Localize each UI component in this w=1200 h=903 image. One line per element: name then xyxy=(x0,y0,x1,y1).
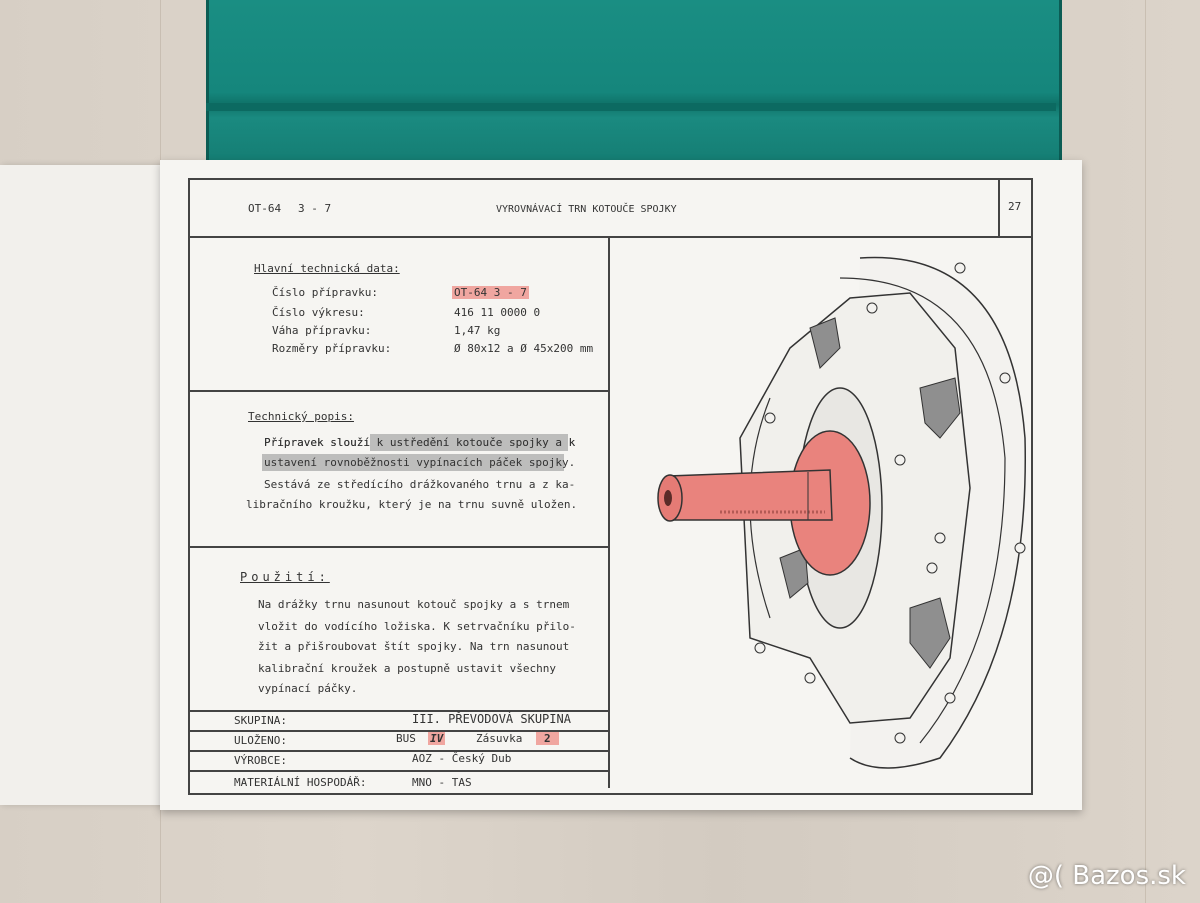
grey-highlight xyxy=(370,434,568,451)
release-lever xyxy=(779,547,809,599)
bus-value: IV xyxy=(428,732,446,745)
green-binder-cover xyxy=(206,0,1062,168)
description-line-text: libračního kroužku, který je na trnu suv… xyxy=(246,498,578,511)
usage-line: Na drážky trnu nasunout kotouč spojky a … xyxy=(258,598,570,611)
section-divider xyxy=(190,390,610,392)
section-divider xyxy=(190,546,610,548)
binder-ridge xyxy=(206,103,1056,111)
release-lever xyxy=(919,377,961,439)
usage-line: vložit do vodícího ložiska. K setrvačník… xyxy=(258,620,576,633)
technical-sheet-frame: OT-64 3 - 7 VYROVNÁVACÍ TRN KOTOUČE SPOJ… xyxy=(188,178,1033,795)
tech-data-label: Váha přípravku: xyxy=(272,324,372,337)
skupina-label: SKUPINA: xyxy=(234,714,287,727)
release-lever xyxy=(909,597,951,669)
header-code-number: 3 - 7 xyxy=(298,202,332,215)
tech-data-value: 416 11 0000 0 xyxy=(454,306,541,319)
vyrobce-label: VÝROBCE: xyxy=(234,754,287,767)
usage-line: žit a přišroubovat štít spojky. Na trn n… xyxy=(258,640,570,653)
bus-label: BUS xyxy=(396,732,416,745)
clutch-alignment-tool-drawing xyxy=(657,256,1027,769)
usage-heading: Použití: xyxy=(240,570,330,584)
grey-highlight xyxy=(262,454,564,471)
description-line-text: Sestává ze středícího drážkovaného trnu … xyxy=(264,478,576,491)
header-title: VYROVNÁVACÍ TRN KOTOUČE SPOJKY xyxy=(496,204,677,215)
usage-line: kalibrační kroužek a postupně ustavit vš… xyxy=(258,662,557,675)
release-lever xyxy=(809,317,841,369)
description-line-text: ustavení rovnoběžnosti vypínacích páček … xyxy=(264,456,576,469)
header-code: OT-64 xyxy=(248,202,282,215)
bazos-watermark: @( Bazos.sk xyxy=(1027,861,1186,891)
footer-divider xyxy=(190,730,610,732)
description-line-text: Přípravek slouží k ustředění kotouče spo… xyxy=(264,436,576,449)
zasuvka-label: Zásuvka xyxy=(476,732,523,745)
usage-line: vypínací páčky. xyxy=(258,682,358,695)
ulozeno-label: ULOŽENO: xyxy=(234,734,287,747)
zasuvka-value: 2 xyxy=(536,732,559,745)
floor-seam xyxy=(1145,0,1146,903)
tech-data-heading: Hlavní technická data: xyxy=(254,262,400,275)
tech-data-value: Ø 80x12 a Ø 45x200 mm xyxy=(454,342,594,355)
footer-divider xyxy=(190,710,610,712)
tech-data-value: 1,47 kg xyxy=(454,324,501,337)
material-label: MATERIÁLNÍ HOSPODÁŘ: xyxy=(234,776,367,789)
tech-data-label: Číslo výkresu: xyxy=(272,306,365,319)
vyrobce-value: AOZ - Český Dub xyxy=(412,752,512,765)
tech-data-value: OT-64 3 - 7 xyxy=(452,286,529,299)
material-value: MNO - TAS xyxy=(412,776,472,789)
tech-data-label: Číslo přípravku: xyxy=(272,286,378,299)
skupina-value: III. PŘEVODOVÁ SKUPINA xyxy=(412,712,571,726)
mandrel-center-hole xyxy=(664,490,672,506)
tech-data-label: Rozměry přípravku: xyxy=(272,342,392,355)
description-heading: Technický popis: xyxy=(248,410,354,423)
header-divider xyxy=(190,236,1032,238)
footer-divider xyxy=(190,770,610,772)
page-number-divider xyxy=(998,180,1000,236)
footer-divider xyxy=(190,750,610,752)
page-number: 27 xyxy=(1008,200,1022,213)
column-divider xyxy=(608,236,610,788)
